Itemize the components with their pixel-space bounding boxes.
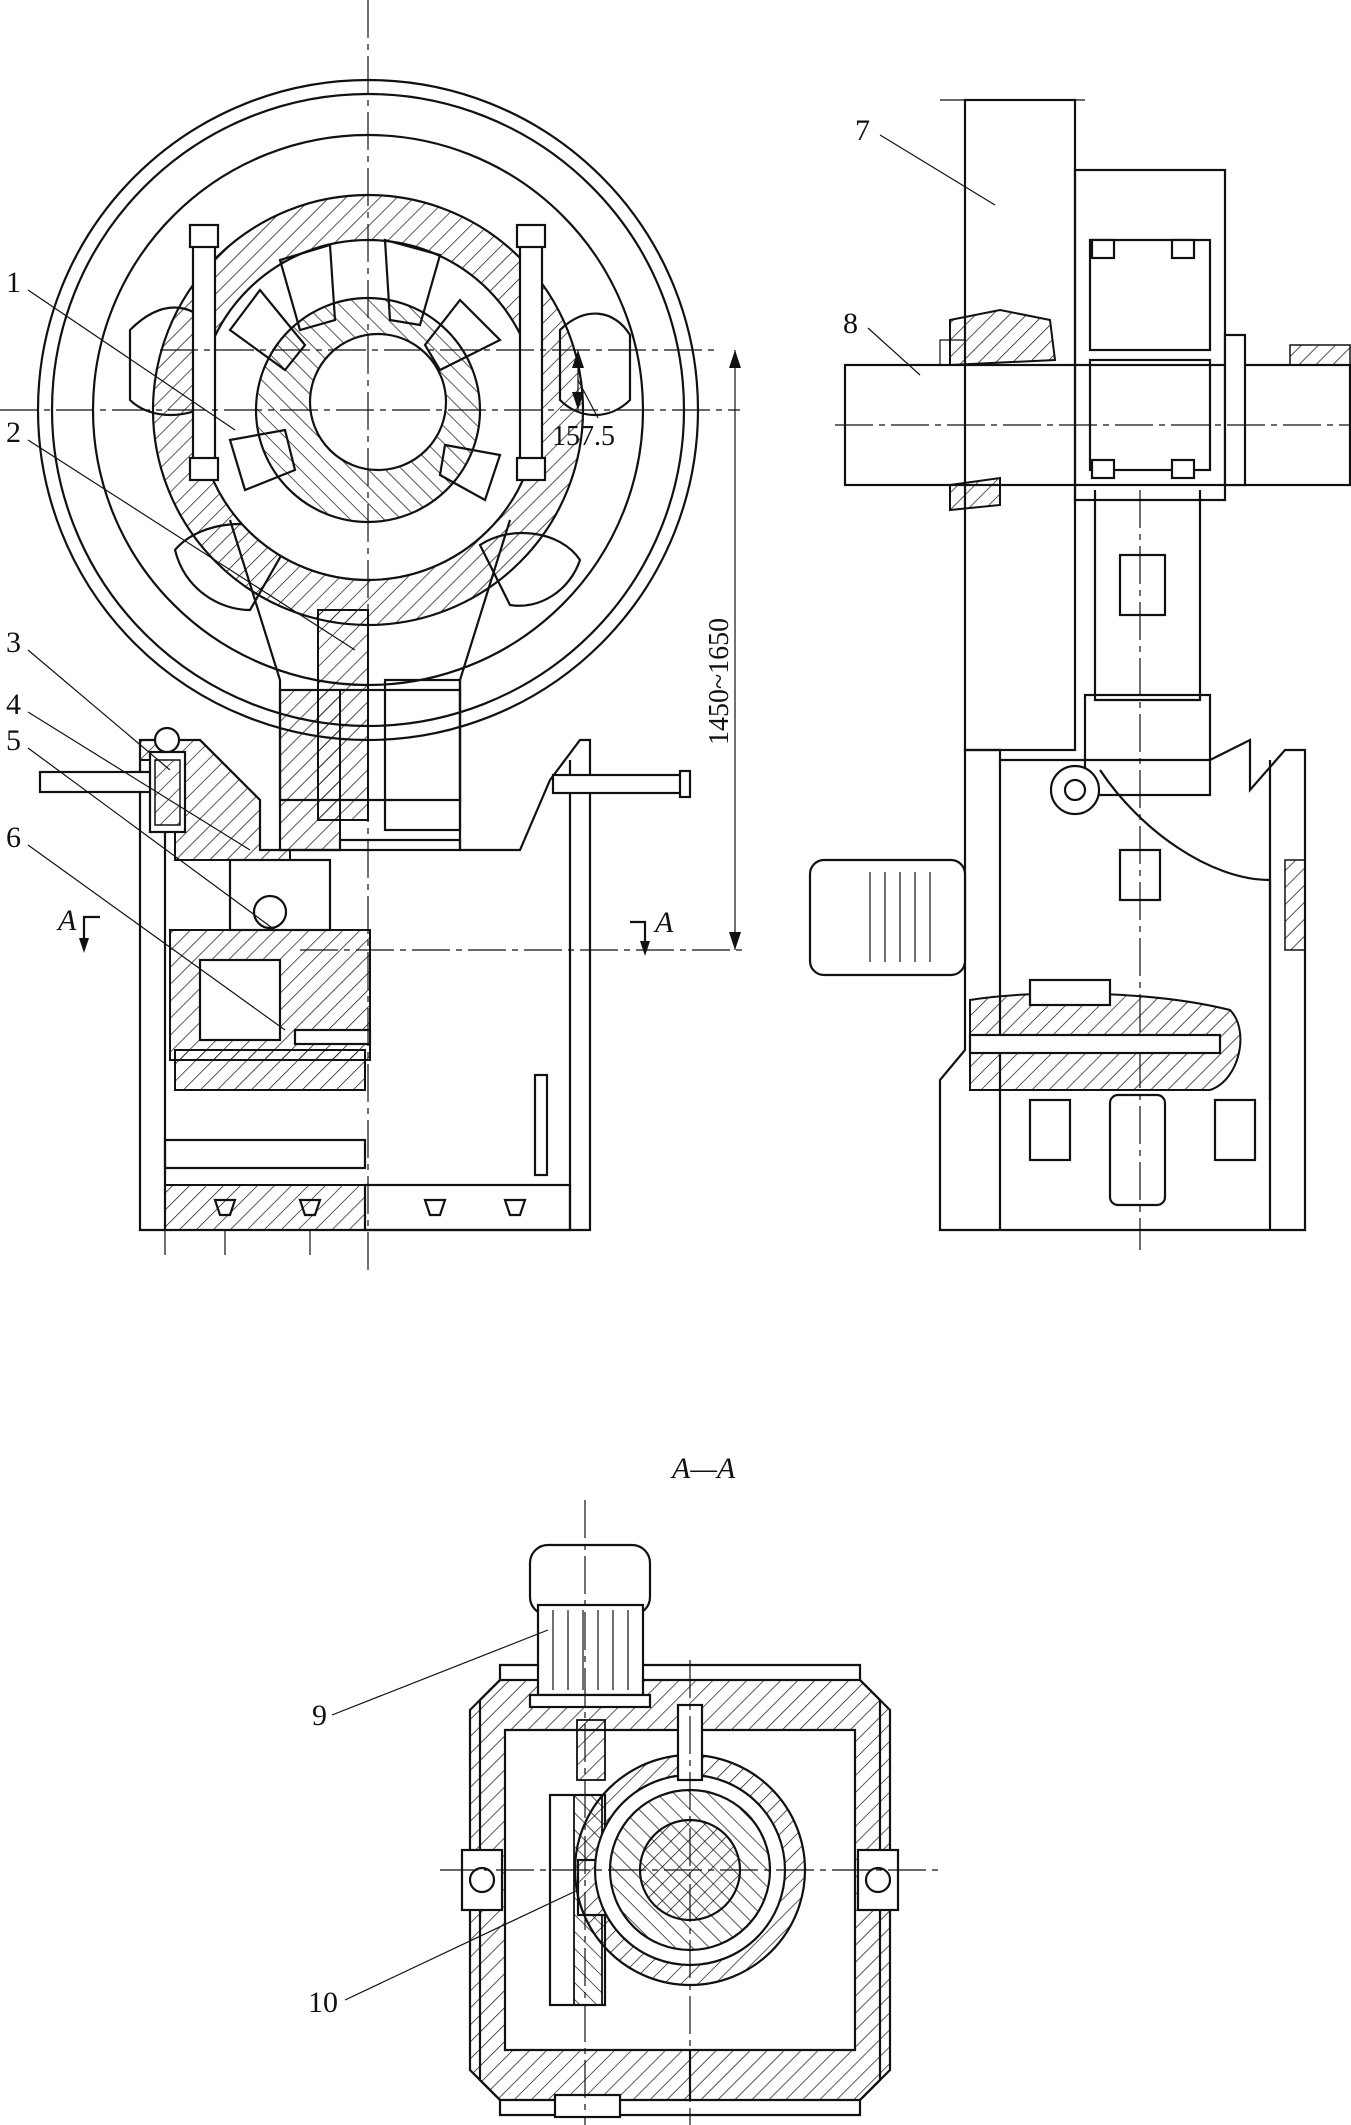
bed-window-right <box>1213 1098 1257 1162</box>
crank-housing-upper <box>1088 238 1212 352</box>
left-bolt-head-bottom <box>188 456 220 482</box>
shaft-end-section <box>1289 344 1351 366</box>
section-cut-right-arrow <box>630 920 650 956</box>
left-tie-bolt <box>191 230 217 474</box>
thrust-plate <box>293 1028 372 1046</box>
leader-7 <box>879 134 996 206</box>
ram-slider-section <box>279 689 341 851</box>
right-lock-pin <box>551 773 685 795</box>
label-8: 8 <box>843 307 858 340</box>
label-4: 4 <box>6 688 21 721</box>
section-cut-left-arrow <box>79 915 100 953</box>
dim-height-label: 1450~1650 <box>704 618 735 745</box>
worm-wheel-side-plate <box>968 1033 1222 1055</box>
label-7: 7 <box>855 114 870 147</box>
gearbox-walls-section <box>468 1678 892 2102</box>
motor-top-body <box>536 1603 645 1697</box>
frame-side-right-section <box>1284 859 1306 951</box>
left-lock-pin <box>38 770 162 794</box>
left-lug <box>460 1848 504 1912</box>
left-lock-spring <box>154 759 181 826</box>
motor-side <box>808 858 967 977</box>
left-lock-knob <box>153 726 181 754</box>
ram-side <box>1083 693 1212 797</box>
leader-1 <box>27 289 236 431</box>
bed-window-left <box>1028 1098 1072 1162</box>
bed-upper-section <box>174 1049 366 1091</box>
crank-housing-lower <box>1088 358 1212 472</box>
side-view: 7 8 <box>808 98 1351 1250</box>
section-view-title: A—A <box>670 1452 736 1485</box>
frame-side <box>938 738 1307 1232</box>
label-3: 3 <box>6 626 21 659</box>
bottom-stub <box>553 2093 622 2119</box>
right-lock-pin-end <box>678 769 692 799</box>
ram-block <box>383 678 462 832</box>
right-lug-bolt <box>864 1866 892 1894</box>
label-5: 5 <box>6 724 21 757</box>
housing-bolts <box>1090 238 1196 480</box>
crank-housing <box>1073 168 1227 502</box>
dim-height <box>729 350 741 950</box>
motor-flange <box>528 1693 652 1709</box>
label-9: 9 <box>312 1699 327 1732</box>
dim-offset-label: 157.5 <box>552 421 615 452</box>
leader-4 <box>27 711 251 851</box>
leader-3 <box>27 649 171 771</box>
motor-side-fins <box>869 872 931 962</box>
side-bearing-cap <box>1223 333 1247 487</box>
dim-offset <box>572 350 599 419</box>
crank-pin <box>308 332 448 472</box>
label-10: 10 <box>308 1986 338 2019</box>
right-bolt-head-top <box>515 223 547 249</box>
label-1: 1 <box>6 266 21 299</box>
right-bolt-head-bottom <box>515 456 547 482</box>
pivot-pin-core <box>1063 778 1087 802</box>
section-a-a-view: A—A <box>308 1452 940 2125</box>
leader-6 <box>27 844 286 1031</box>
leader-5 <box>27 747 276 931</box>
bed-base-right <box>363 1183 572 1232</box>
flywheel-hub-lower-section <box>949 476 1001 512</box>
connecting-rod-side <box>1093 490 1202 702</box>
leader-10 <box>344 1889 579 2001</box>
worm-wheel-side-boss <box>1028 978 1112 1007</box>
bed-t-slots <box>213 1198 527 1217</box>
front-view: 157.5 1450~1650 A A 1 2 3 4 5 6 <box>0 0 745 1275</box>
worm-shaft <box>252 894 288 930</box>
frame-side-curve <box>1099 769 1272 1100</box>
bed-crossbar <box>163 1138 367 1170</box>
bed-base-left-section <box>164 1184 366 1231</box>
rod-window <box>1118 553 1167 617</box>
section-cut-left-label: A <box>56 904 77 937</box>
right-tie-bolt <box>518 230 544 474</box>
label-2: 2 <box>6 416 21 449</box>
left-lug-bolt <box>468 1866 496 1894</box>
coupling-section <box>576 1719 606 1781</box>
leader-2 <box>27 439 356 651</box>
section-cut-right-label: A <box>653 906 674 939</box>
connecting-rod <box>228 519 512 802</box>
screw-column-side <box>1108 1093 1167 1207</box>
motor-top-fins <box>552 1610 629 1690</box>
bed-slot <box>533 1073 549 1177</box>
label-6: 6 <box>6 821 21 854</box>
left-bolt-head-top <box>188 223 220 249</box>
leader-8 <box>867 327 921 376</box>
flywheel-hub-section <box>949 308 1057 367</box>
worm-wheel-cavity <box>198 958 282 1042</box>
leader-9 <box>331 1629 549 1716</box>
